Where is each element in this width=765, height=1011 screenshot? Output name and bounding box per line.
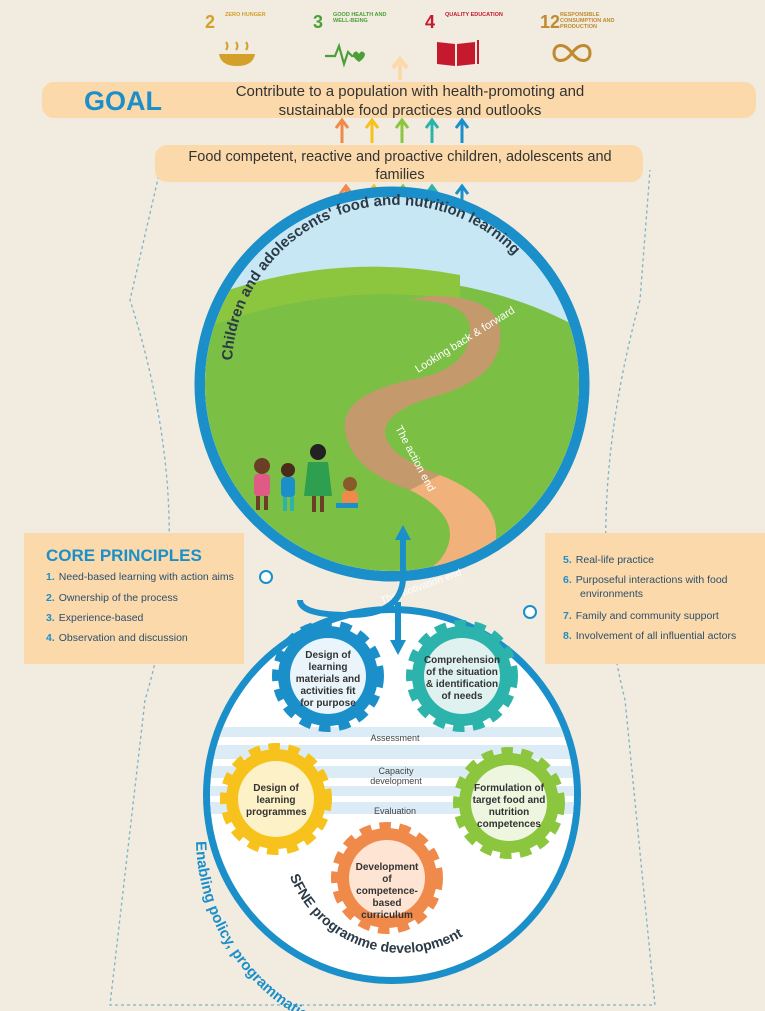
heartbeat-icon [325, 42, 365, 68]
core-principles-title: CORE PRINCIPLES [46, 546, 202, 565]
competence-band [155, 145, 643, 182]
gear-label-design-materials: Design of learning materials and activit… [295, 650, 361, 709]
arrows-to-goal [334, 117, 470, 143]
gear-comprehension [406, 620, 518, 732]
gear-label-formulation: Formulation of target food and nutrition… [472, 783, 546, 830]
gear-label-design-programmes: Design of learning programmes [246, 783, 307, 818]
bowl-icon [219, 41, 255, 66]
gear-curriculum [331, 822, 443, 934]
principle-6: 6.Purposeful interactions with food [563, 574, 728, 586]
goal-title: GOAL [84, 86, 162, 116]
layer-assessment: Assessment [370, 733, 420, 743]
arrow-to-sdgs [391, 55, 409, 80]
layer-capacity-development: Capacity development [370, 766, 422, 786]
gear-design-materials [272, 620, 384, 732]
principle-1: 1.Need-based learning with action aims [46, 571, 234, 583]
sdg-12: 12 RESPONSIBLE CONSUMPTION AND PRODUCTIO… [540, 8, 630, 72]
principle-5: 5.Real-life practice [563, 554, 654, 566]
infinity-icon [552, 44, 592, 62]
left-connector-dot [259, 570, 273, 584]
goal-text: Contribute to a population with health-p… [235, 83, 585, 119]
sdg-3: 3 GOOD HEALTH AND WELL-BEING [313, 8, 403, 72]
goal-band [42, 82, 756, 118]
layer-evaluation: Evaluation [373, 806, 417, 816]
principle-4: 4.Observation and discussion [46, 632, 188, 644]
sdg-4: 4 QUALITY EDUCATION [425, 8, 515, 72]
connector-hook [297, 540, 406, 619]
principle-6-cont: environments [580, 588, 644, 600]
book-icon [437, 40, 479, 66]
sdg-2: 2 ZERO HUNGER [205, 8, 295, 72]
core-principles-left-panel [24, 533, 244, 664]
children-illustration [254, 444, 358, 512]
competence-text: Food competent, reactive and proactive c… [188, 149, 612, 183]
principle-8: 8.Involvement of all influential actors [563, 630, 737, 642]
gear-formulation [453, 747, 565, 859]
principle-3: 3.Experience-based [46, 612, 144, 624]
frame-outline [109, 169, 656, 1006]
core-principles-right-panel [545, 533, 765, 664]
right-connector-dot [523, 605, 537, 619]
gear-design-programmes [220, 743, 332, 855]
gear-label-comprehension: Comprehension of the situation & identif… [423, 655, 501, 702]
gear-label-curriculum: Development of competence-based curricul… [355, 862, 419, 921]
principle-7: 7.Family and community support [563, 610, 719, 622]
principle-2: 2.Ownership of the process [46, 592, 178, 604]
